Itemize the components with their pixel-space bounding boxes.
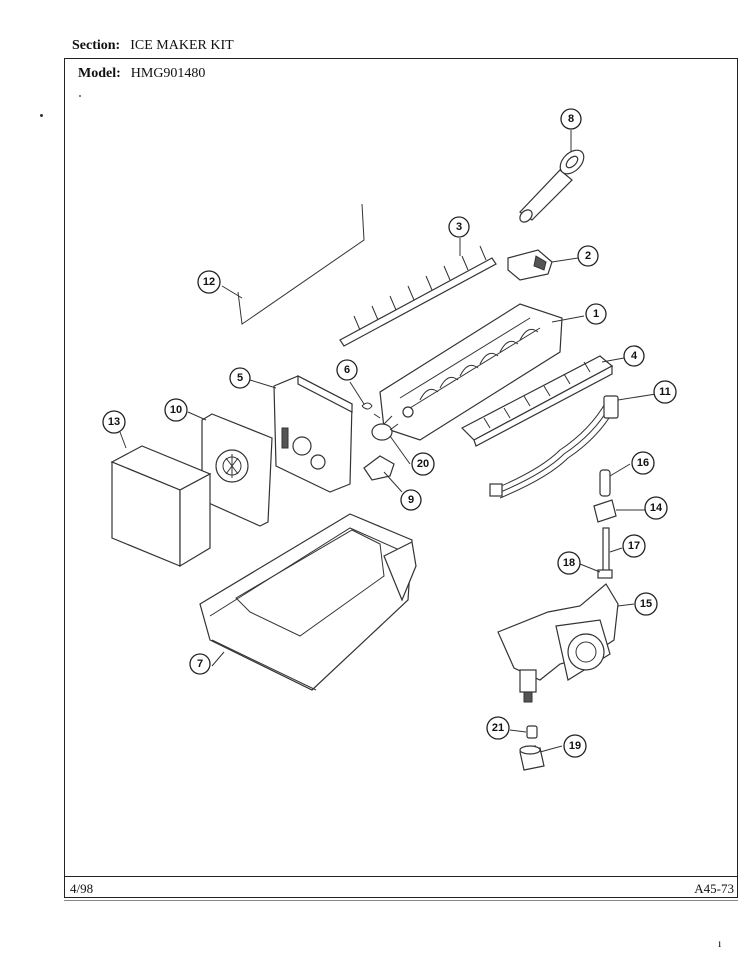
callout-label: 2: [585, 250, 591, 262]
page-code: A45-73: [694, 881, 734, 896]
module-cover-part: [201, 413, 273, 527]
callout-19: 19: [563, 734, 587, 758]
callout-4: 4: [623, 345, 645, 367]
callout-9: 9: [400, 489, 422, 511]
thermostat-part: [371, 415, 399, 441]
callout-5: 5: [229, 367, 251, 389]
callout-12: 12: [197, 270, 221, 294]
leader-lines: [119, 130, 657, 747]
shutoff-arm-part: [237, 203, 365, 325]
callout-3: 3: [448, 216, 470, 238]
callout-17: 17: [622, 534, 646, 558]
washer-part: [526, 725, 538, 739]
section-label: Section:: [72, 38, 121, 53]
callout-label: 18: [563, 557, 575, 569]
callout-20: 20: [411, 452, 435, 476]
callout-1: 1: [585, 303, 607, 325]
callout-15: 15: [634, 592, 658, 616]
callout-2: 2: [577, 245, 599, 267]
callout-label: 12: [203, 276, 215, 288]
callout-label: 8: [568, 113, 574, 125]
callout-7: 7: [189, 653, 211, 675]
callout-label: 1: [593, 308, 599, 320]
model-line: Model: HMG901480: [78, 66, 205, 82]
section-value: ICE MAKER KIT: [130, 38, 234, 53]
ejector-blade-part: [339, 245, 497, 347]
water-valve-part: [497, 583, 619, 703]
compression-nut-part: [519, 745, 545, 771]
callout-label: 3: [456, 221, 462, 233]
callout-label: 17: [628, 540, 640, 552]
model-label: Model:: [78, 66, 121, 81]
callout-label: 21: [492, 722, 504, 734]
model-value: HMG901480: [130, 66, 206, 81]
callout-label: 9: [408, 494, 414, 506]
fill-tube-part: [519, 149, 585, 223]
callout-13: 13: [102, 410, 126, 434]
ice-bucket-part: [199, 513, 417, 691]
footer-rule: [64, 876, 738, 877]
callout-18: 18: [557, 551, 581, 575]
callout-label: 4: [631, 350, 638, 362]
callout-label: 20: [417, 458, 429, 470]
footer-rule-secondary: [64, 900, 738, 901]
callout-label: 5: [237, 372, 243, 384]
speck: [79, 95, 81, 97]
callout-label: 16: [637, 457, 649, 469]
front-cover-part: [110, 445, 212, 568]
control-module-part: [273, 375, 353, 493]
callout-label: 11: [659, 386, 671, 398]
callout-label: 6: [344, 364, 350, 376]
callout-label: 15: [640, 598, 652, 610]
callout-label: 13: [108, 416, 120, 428]
callout-16: 16: [631, 451, 655, 475]
callout-11: 11: [653, 380, 677, 404]
clip-part: [361, 402, 381, 419]
nut-part: [597, 569, 613, 579]
clamp-part: [593, 499, 617, 523]
tube-part: [602, 527, 610, 573]
revision-date: 4/98: [70, 881, 94, 896]
diagram-frame: [64, 58, 738, 898]
bracket-part: [363, 455, 395, 481]
ice-mold-part: [379, 303, 563, 441]
callout-label: 14: [650, 502, 663, 514]
callout-8: 8: [560, 108, 582, 130]
callout-21: 21: [486, 716, 510, 740]
callout-label: 7: [197, 658, 203, 670]
shutoff-switch-part: [507, 249, 553, 281]
callout-14: 14: [644, 496, 668, 520]
callout-6: 6: [336, 359, 358, 381]
fitting-part: [599, 469, 611, 497]
heater-bar-part: [460, 355, 614, 447]
wire-harness-part: [489, 395, 619, 499]
callout-10: 10: [164, 398, 188, 422]
speck: [40, 114, 43, 117]
callout-label: 10: [170, 404, 182, 416]
section-line: Section: ICE MAKER KIT: [72, 38, 234, 54]
stray-mark: ı: [718, 936, 722, 950]
callout-label: 19: [569, 740, 581, 752]
